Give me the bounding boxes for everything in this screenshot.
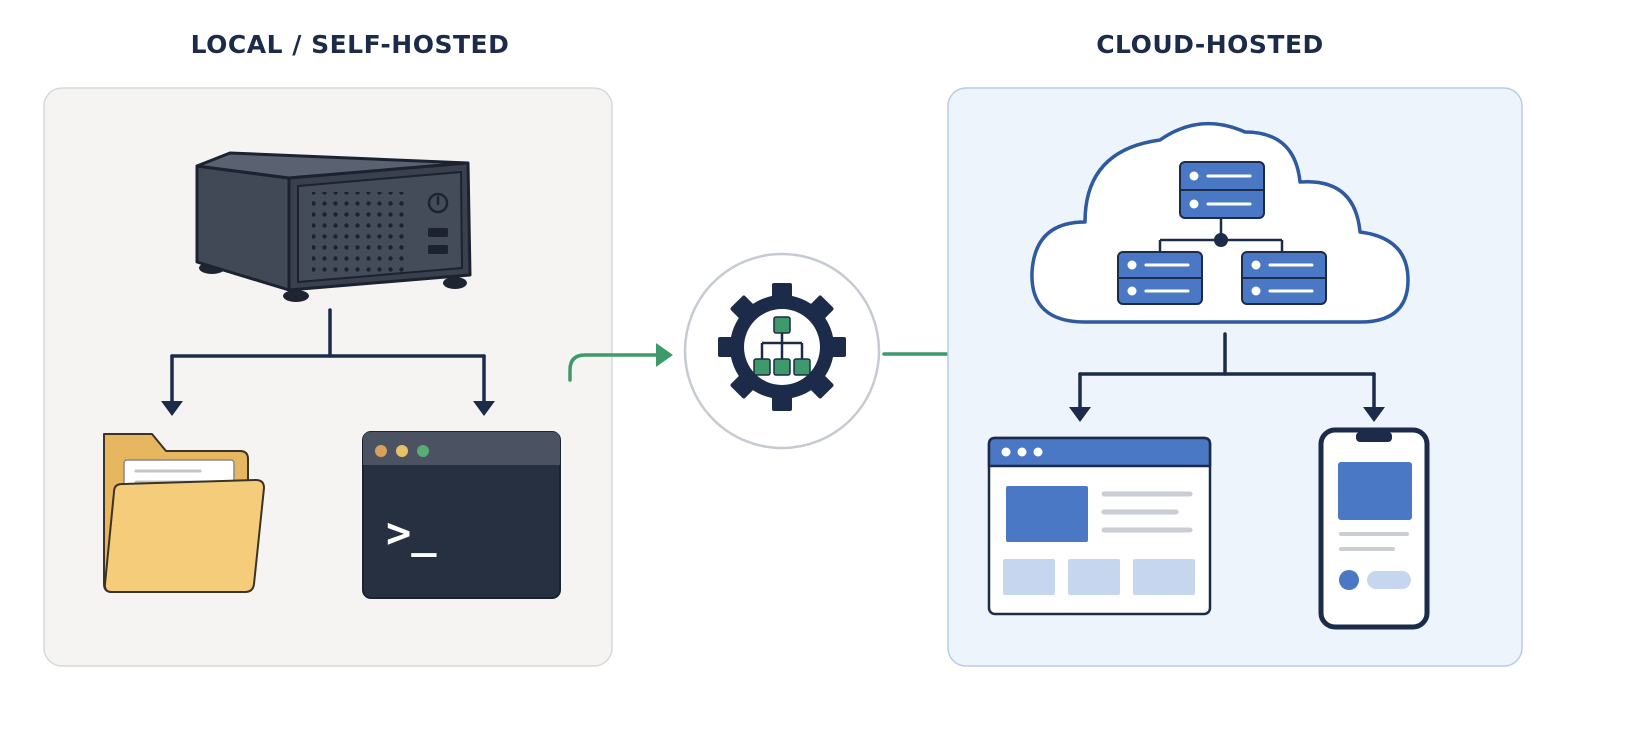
local-connector: [170, 308, 486, 405]
arrowhead-to-phone: [1363, 407, 1385, 422]
browser-window-icon: [987, 436, 1212, 616]
cloud-server-top: [1179, 161, 1265, 219]
cloud-server-left: [1117, 251, 1203, 305]
gear-network-icon: [683, 252, 881, 450]
terminal-dot-1: [375, 445, 387, 457]
terminal-window-icon: >_: [362, 431, 561, 599]
cloud-icon: [1030, 121, 1410, 324]
terminal-prompt: >_: [386, 508, 437, 557]
arrow-local-to-hub: [568, 343, 673, 382]
terminal-dot-2: [396, 445, 408, 457]
cloud-section-title: CLOUD-HOSTED: [1096, 30, 1324, 59]
arrowhead-to-browser: [1069, 407, 1091, 422]
local-section-title: LOCAL / SELF-HOSTED: [190, 30, 510, 59]
smartphone-icon: [1318, 427, 1430, 630]
cloud-connector: [1078, 332, 1376, 411]
terminal-dot-3: [417, 445, 429, 457]
server-box-icon: [195, 151, 472, 302]
arrowhead-to-folder: [161, 401, 183, 416]
cloud-server-right: [1241, 251, 1327, 305]
arrowhead-to-terminal: [473, 401, 495, 416]
folder-icon: [103, 433, 265, 593]
